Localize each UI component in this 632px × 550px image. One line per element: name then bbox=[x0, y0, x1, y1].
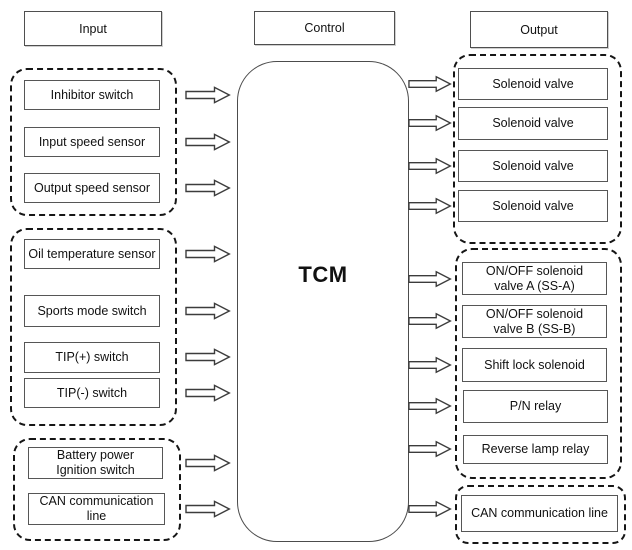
oil-temperature-sensor-box: Oil temperature sensor bbox=[24, 239, 160, 269]
right-arrow-icon bbox=[185, 133, 231, 151]
shift-lock-solenoid-box: Shift lock solenoid bbox=[462, 348, 607, 382]
onoff-solenoid-a-box: ON/OFF solenoid valve A (SS-A) bbox=[462, 262, 607, 295]
solenoid-valve-box-1: Solenoid valve bbox=[458, 68, 608, 100]
output-group-1 bbox=[453, 54, 622, 244]
can-communication-output-box: CAN communication line bbox=[461, 495, 618, 532]
solenoid-valve-box-3: Solenoid valve bbox=[458, 150, 608, 182]
tip-minus-switch-box: TIP(-) switch bbox=[24, 378, 160, 408]
input-group-1 bbox=[10, 68, 177, 216]
solenoid-valve-box-2: Solenoid valve bbox=[458, 107, 608, 140]
right-arrow-icon bbox=[408, 397, 452, 415]
right-arrow-icon bbox=[408, 114, 452, 132]
right-arrow-icon bbox=[408, 157, 452, 175]
input-group-2 bbox=[10, 228, 177, 426]
right-arrow-icon bbox=[185, 302, 231, 320]
input-column-header: Input bbox=[24, 11, 162, 46]
can-communication-input-box: CAN communication line bbox=[28, 493, 165, 525]
tcm-label: TCM bbox=[298, 262, 348, 287]
reverse-lamp-relay-box: Reverse lamp relay bbox=[463, 435, 608, 464]
output-group-2 bbox=[455, 248, 622, 479]
right-arrow-icon bbox=[185, 86, 231, 104]
right-arrow-icon bbox=[185, 384, 231, 402]
output-column-header: Output bbox=[470, 11, 608, 48]
solenoid-valve-box-4: Solenoid valve bbox=[458, 190, 608, 222]
right-arrow-icon bbox=[408, 270, 452, 288]
right-arrow-icon bbox=[185, 179, 231, 197]
input-speed-sensor-box: Input speed sensor bbox=[24, 127, 160, 157]
onoff-solenoid-b-box: ON/OFF solenoid valve B (SS-B) bbox=[462, 305, 607, 338]
battery-ignition-box: Battery power Ignition switch bbox=[28, 447, 163, 479]
right-arrow-icon bbox=[185, 500, 231, 518]
right-arrow-icon bbox=[408, 440, 452, 458]
right-arrow-icon bbox=[408, 500, 452, 518]
right-arrow-icon bbox=[408, 197, 452, 215]
tip-plus-switch-box: TIP(+) switch bbox=[24, 342, 160, 373]
inhibitor-switch-box: Inhibitor switch bbox=[24, 80, 160, 110]
right-arrow-icon bbox=[408, 312, 452, 330]
output-speed-sensor-box: Output speed sensor bbox=[24, 173, 160, 203]
right-arrow-icon bbox=[185, 348, 231, 366]
sports-mode-switch-box: Sports mode switch bbox=[24, 295, 160, 327]
input-group-3 bbox=[13, 438, 181, 541]
tcm-box: TCM bbox=[237, 61, 409, 542]
control-column-header: Control bbox=[254, 11, 395, 45]
pn-relay-box: P/N relay bbox=[463, 390, 608, 423]
right-arrow-icon bbox=[408, 75, 452, 93]
output-group-3 bbox=[455, 485, 626, 544]
right-arrow-icon bbox=[185, 454, 231, 472]
right-arrow-icon bbox=[408, 356, 452, 374]
right-arrow-icon bbox=[185, 245, 231, 263]
